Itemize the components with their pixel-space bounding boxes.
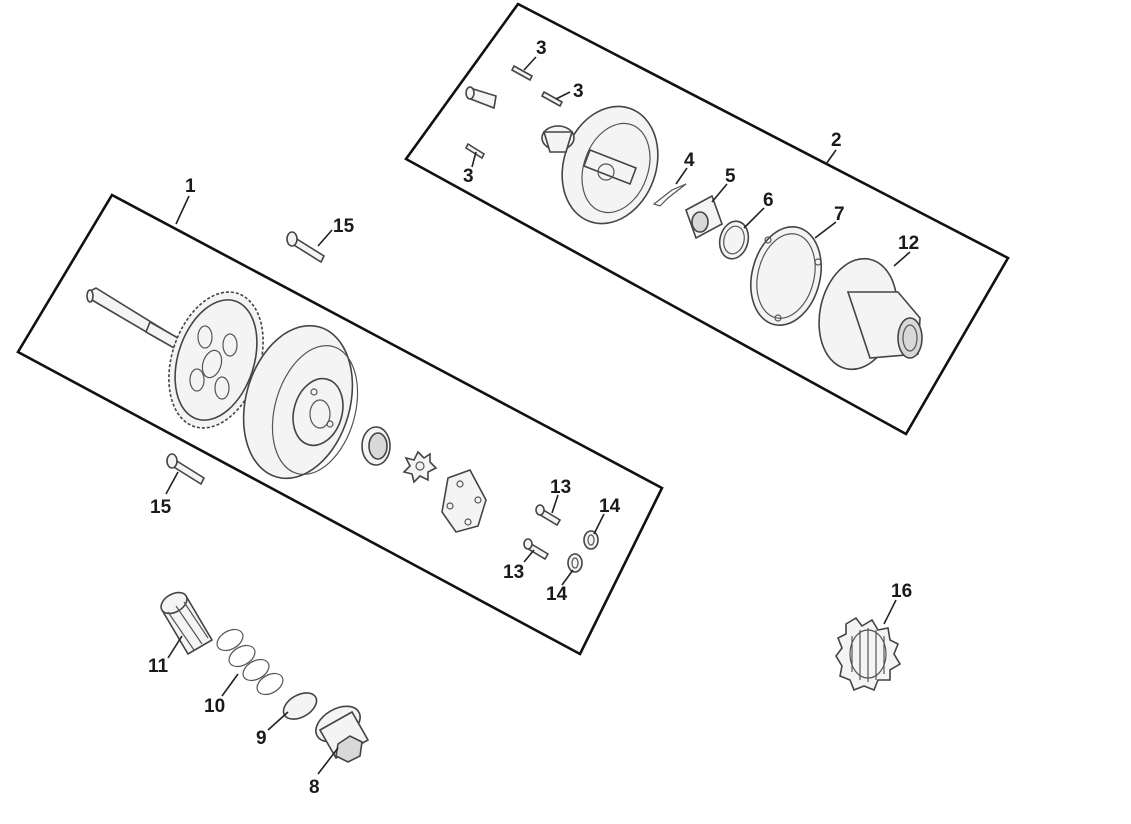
callout-5: 5 [725, 166, 736, 187]
washer-14-upper [583, 530, 599, 550]
assembly-frame-1 [16, 193, 664, 656]
callout-14-upper: 14 [599, 496, 621, 517]
callout-7: 7 [834, 204, 845, 225]
bolt-15-lower [166, 453, 206, 486]
callout-3-left: 3 [463, 166, 474, 187]
callout-6: 6 [763, 190, 774, 211]
sealing-ring [282, 692, 318, 720]
callout-14-lower: 14 [546, 584, 568, 605]
spring-clip [652, 183, 687, 207]
dowel-pin [465, 86, 497, 110]
callout-11: 11 [148, 656, 169, 677]
drain-plug [315, 705, 370, 763]
screw-13-lower [523, 538, 550, 561]
oil-strainer [160, 591, 214, 656]
cover-housing [561, 105, 659, 225]
callout-10: 10 [204, 696, 225, 717]
callout-15-lower: 15 [150, 497, 172, 518]
screw-13-upper [535, 504, 562, 527]
pump-shaft [86, 287, 180, 350]
washer-14-lower [567, 553, 583, 573]
callout-16: 16 [891, 581, 912, 602]
filter-screen-cap [541, 125, 575, 153]
bolt-3-middle [540, 90, 564, 108]
callout-13-upper: 13 [550, 477, 571, 498]
spring [216, 628, 284, 696]
inner-rotor [402, 450, 438, 484]
end-cover [818, 257, 923, 371]
collar [685, 194, 723, 240]
callout-2: 2 [831, 130, 842, 151]
callout-1: 1 [185, 176, 196, 197]
callout-12: 12 [898, 233, 919, 254]
callout-8: 8 [309, 777, 320, 798]
callout-4: 4 [684, 150, 695, 171]
callout-3-middle: 3 [573, 81, 584, 102]
pump-body [242, 324, 359, 480]
assembly-frame-2 [404, 2, 1010, 436]
bolt-15-upper [286, 231, 326, 264]
bolt-3-left [464, 142, 486, 160]
callout-15-upper: 15 [333, 216, 355, 237]
pump-cover-plate [441, 469, 487, 533]
drive-sprocket [168, 291, 264, 429]
callout-13-lower: 13 [503, 562, 524, 583]
callout-3-top: 3 [536, 38, 547, 59]
drive-gear [835, 616, 902, 692]
gasket [750, 225, 822, 327]
outer-rotor [361, 426, 391, 466]
callout-9: 9 [256, 728, 267, 749]
bolt-3-top [510, 64, 534, 82]
o-ring [718, 220, 750, 260]
leader-lines [165, 56, 911, 775]
